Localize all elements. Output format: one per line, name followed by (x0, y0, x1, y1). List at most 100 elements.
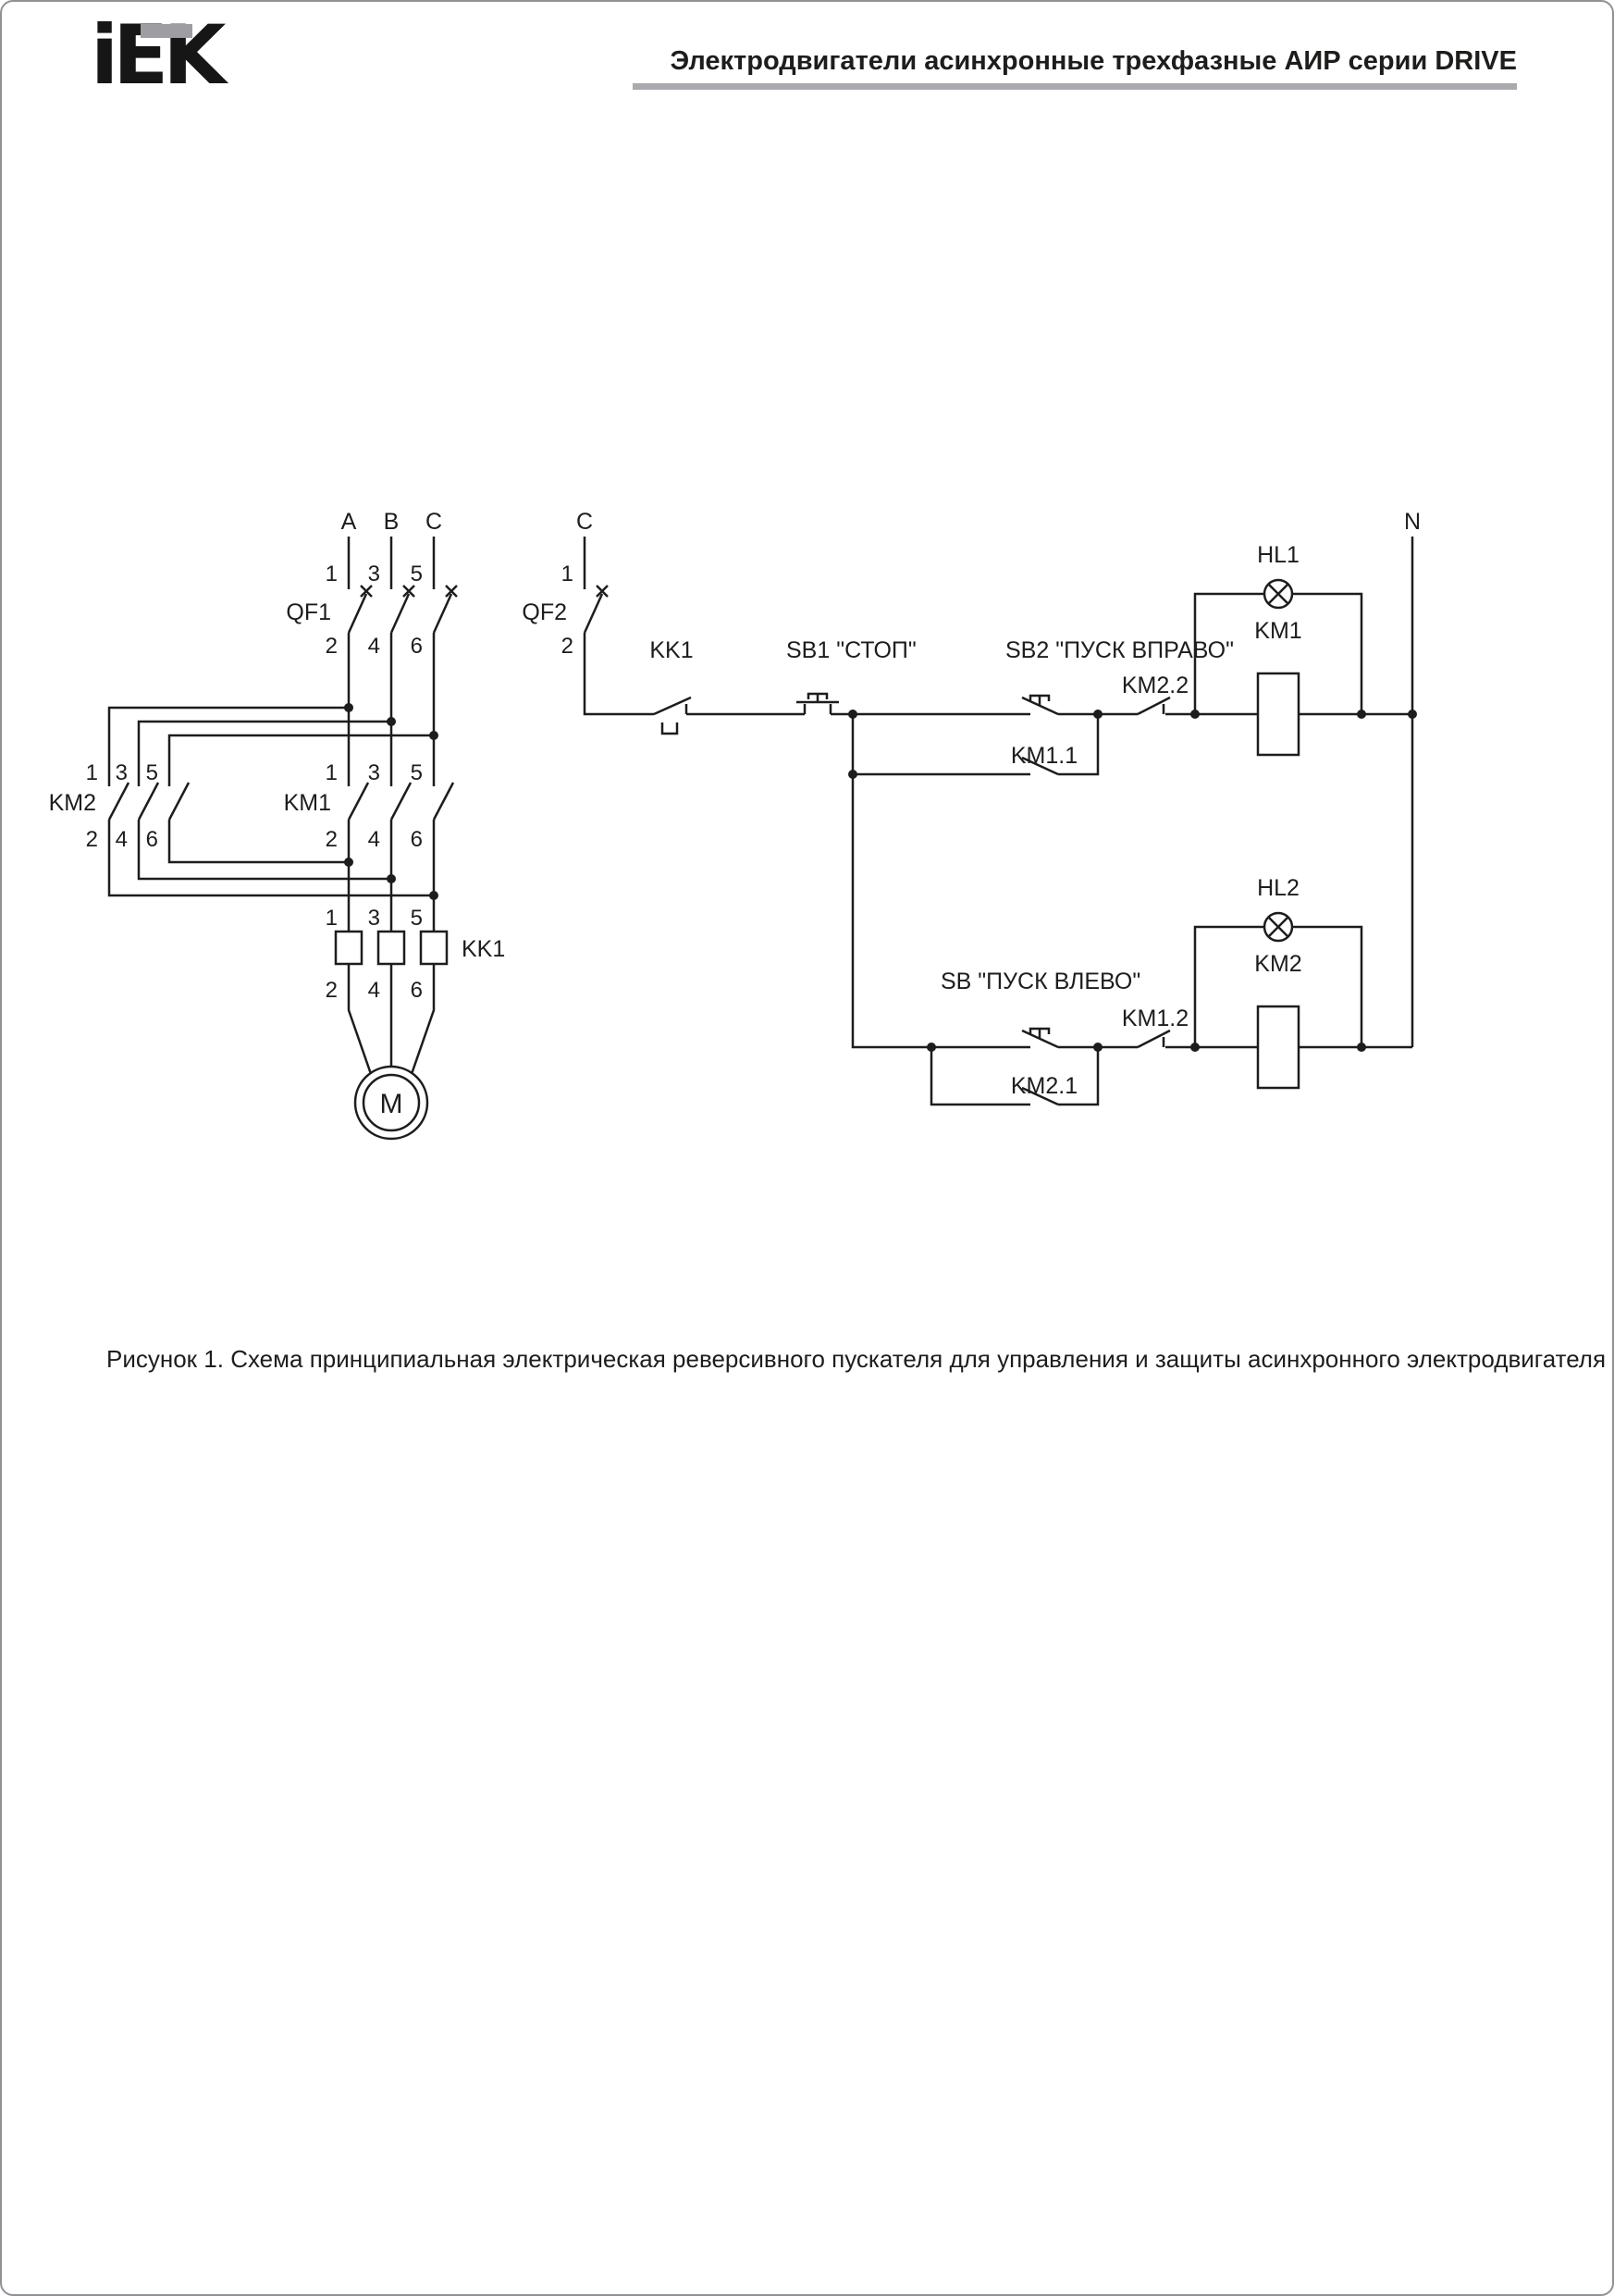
km2-branch-wires (107, 706, 434, 897)
km1-1-contact-symbol (1021, 756, 1059, 776)
phase-b-label: B (384, 509, 400, 535)
neutral-label: N (1404, 509, 1421, 535)
qf2-breaker: 1 QF2 2 (522, 562, 609, 659)
km2-1-label: KM2.1 (1011, 1073, 1078, 1099)
km1-coil-label: KM1 (1254, 618, 1301, 644)
kk1-thermal-relay: 1 3 5 KK1 2 4 6 (326, 906, 506, 1003)
header-divider (633, 83, 1517, 90)
km2-2-interlock-contact: KM2.2 (1122, 673, 1189, 716)
km2-contactor: 1 3 5 KM2 2 4 6 (49, 706, 434, 897)
hl2-lamp: HL2 (1193, 875, 1363, 1047)
km1-terminal-2: 2 (326, 827, 338, 852)
phase-c-label: C (425, 509, 442, 535)
km1-2-contact-symbol (1137, 1029, 1171, 1049)
kk1-heater-box-2 (376, 930, 406, 966)
km1-terminal-5: 5 (411, 760, 423, 785)
motor-label: M (380, 1089, 403, 1119)
km1-terminal-1: 1 (326, 760, 338, 785)
sb1-stop-button: SB1 "СТОП" (786, 637, 917, 714)
km2-coil: KM2 (1254, 951, 1302, 1090)
hl1-lamp: HL1 (1193, 542, 1363, 714)
hl2-branch-wires (1193, 925, 1363, 1047)
km2-1-contact-symbol (1021, 1086, 1059, 1106)
qf2-terminal-1: 1 (561, 562, 573, 586)
qf2-terminal-2: 2 (561, 634, 573, 659)
hl2-lamp-icon (1263, 911, 1294, 943)
qf1-breaker-cross-icon (360, 585, 458, 598)
qf1-label: QF1 (286, 599, 331, 625)
km2-terminal-5: 5 (146, 760, 158, 785)
km2-2-contact-symbol (1137, 696, 1171, 716)
km1-contactor: 1 3 5 KM1 2 4 6 (284, 760, 455, 852)
figure-caption: Рисунок 1. Схема принципиальная электрич… (106, 1345, 1607, 1373)
km2-coil-symbol (1256, 1005, 1300, 1090)
hl1-label: HL1 (1257, 542, 1300, 568)
qf1-terminal-6: 6 (411, 634, 423, 659)
hl1-lamp-cross-icon (1267, 583, 1289, 605)
iek-logo-gray-bar (141, 24, 192, 38)
motor-symbol: M (353, 1065, 429, 1141)
qf1-terminal-5: 5 (411, 562, 423, 586)
km1-1-holding-contact: KM1.1 (853, 714, 1100, 776)
km1-2-label: KM1.2 (1122, 1006, 1189, 1031)
sb2-label: SB2 "ПУСК ВПРАВО" (1005, 637, 1234, 663)
km2-2-label: KM2.2 (1122, 673, 1189, 698)
km2-1-holding-contact: KM2.1 (930, 1047, 1100, 1106)
qf1-contact-symbol (347, 593, 453, 634)
km2-contact-symbol (107, 782, 191, 821)
control-junction-dots (848, 710, 1417, 1052)
km2-terminal-1: 1 (86, 760, 98, 785)
kk1-terminal-6: 6 (411, 978, 423, 1003)
control-phase-label: C (576, 509, 593, 535)
hl1-branch-wires (1193, 592, 1363, 714)
hl2-lamp-cross-icon (1267, 916, 1289, 938)
control-circuit: C N 1 QF2 2 KK1 SB1 "СТОП" (522, 509, 1421, 1106)
kk1-terminal-2: 2 (326, 978, 338, 1003)
qf1-breaker: 1 3 5 QF1 2 4 6 (286, 562, 458, 659)
qf2-label: QF2 (522, 599, 567, 625)
kk1-aux-contact-symbol (653, 696, 692, 735)
km2-1-branch-wires (930, 1047, 1100, 1106)
sb-contact-symbol (1021, 1027, 1059, 1049)
qf1-terminal-2: 2 (326, 634, 338, 659)
km2-coil-label: KM2 (1254, 951, 1301, 977)
kk1-heater-box-3 (419, 930, 449, 966)
km2-terminal-2: 2 (86, 827, 98, 852)
kk1-aux-contact: KK1 (649, 637, 694, 735)
hl2-label: HL2 (1257, 875, 1300, 901)
km1-coil: KM1 (1254, 618, 1302, 757)
kk1-label: KK1 (462, 936, 505, 962)
kk1-terminal-5: 5 (411, 906, 423, 931)
km1-label: KM1 (284, 790, 331, 816)
sb-start-left-button: SB "ПУСК ВЛЕВО" (941, 969, 1140, 1049)
kk1-aux-label: KK1 (649, 637, 693, 663)
km1-terminal-4: 4 (368, 827, 380, 852)
sb1-contact-symbol (796, 692, 839, 714)
km1-coil-symbol (1256, 672, 1300, 757)
sb1-label: SB1 "СТОП" (786, 637, 917, 663)
kk1-terminal-4: 4 (368, 978, 380, 1003)
qf1-terminal-3: 3 (368, 562, 380, 586)
kk1-heater-box-1 (334, 930, 363, 966)
km2-label: KM2 (49, 790, 96, 816)
phase-c-wire (410, 537, 436, 1075)
iek-logo: iEK (91, 15, 226, 100)
km1-1-label: KM1.1 (1011, 743, 1078, 769)
qf2-breaker-cross-icon (596, 585, 609, 598)
km1-terminal-3: 3 (368, 760, 380, 785)
motor-outer-circle (353, 1065, 429, 1141)
km1-1-branch-wires (853, 714, 1100, 776)
sb-label: SB "ПУСК ВЛЕВО" (941, 969, 1140, 994)
kk1-terminal-1: 1 (326, 906, 338, 931)
qf2-contact-symbol (583, 593, 604, 634)
qf1-terminal-1: 1 (326, 562, 338, 586)
hl1-lamp-icon (1263, 578, 1294, 610)
km1-terminal-6: 6 (411, 827, 423, 852)
km2-terminal-6: 6 (146, 827, 158, 852)
power-circuit: A B C 1 3 5 QF1 2 4 6 1 3 5 (49, 509, 506, 1141)
km1-contact-symbol (347, 782, 455, 821)
km2-terminal-4: 4 (116, 827, 128, 852)
kk1-terminal-3: 3 (368, 906, 380, 931)
phase-a-label: A (341, 509, 357, 535)
